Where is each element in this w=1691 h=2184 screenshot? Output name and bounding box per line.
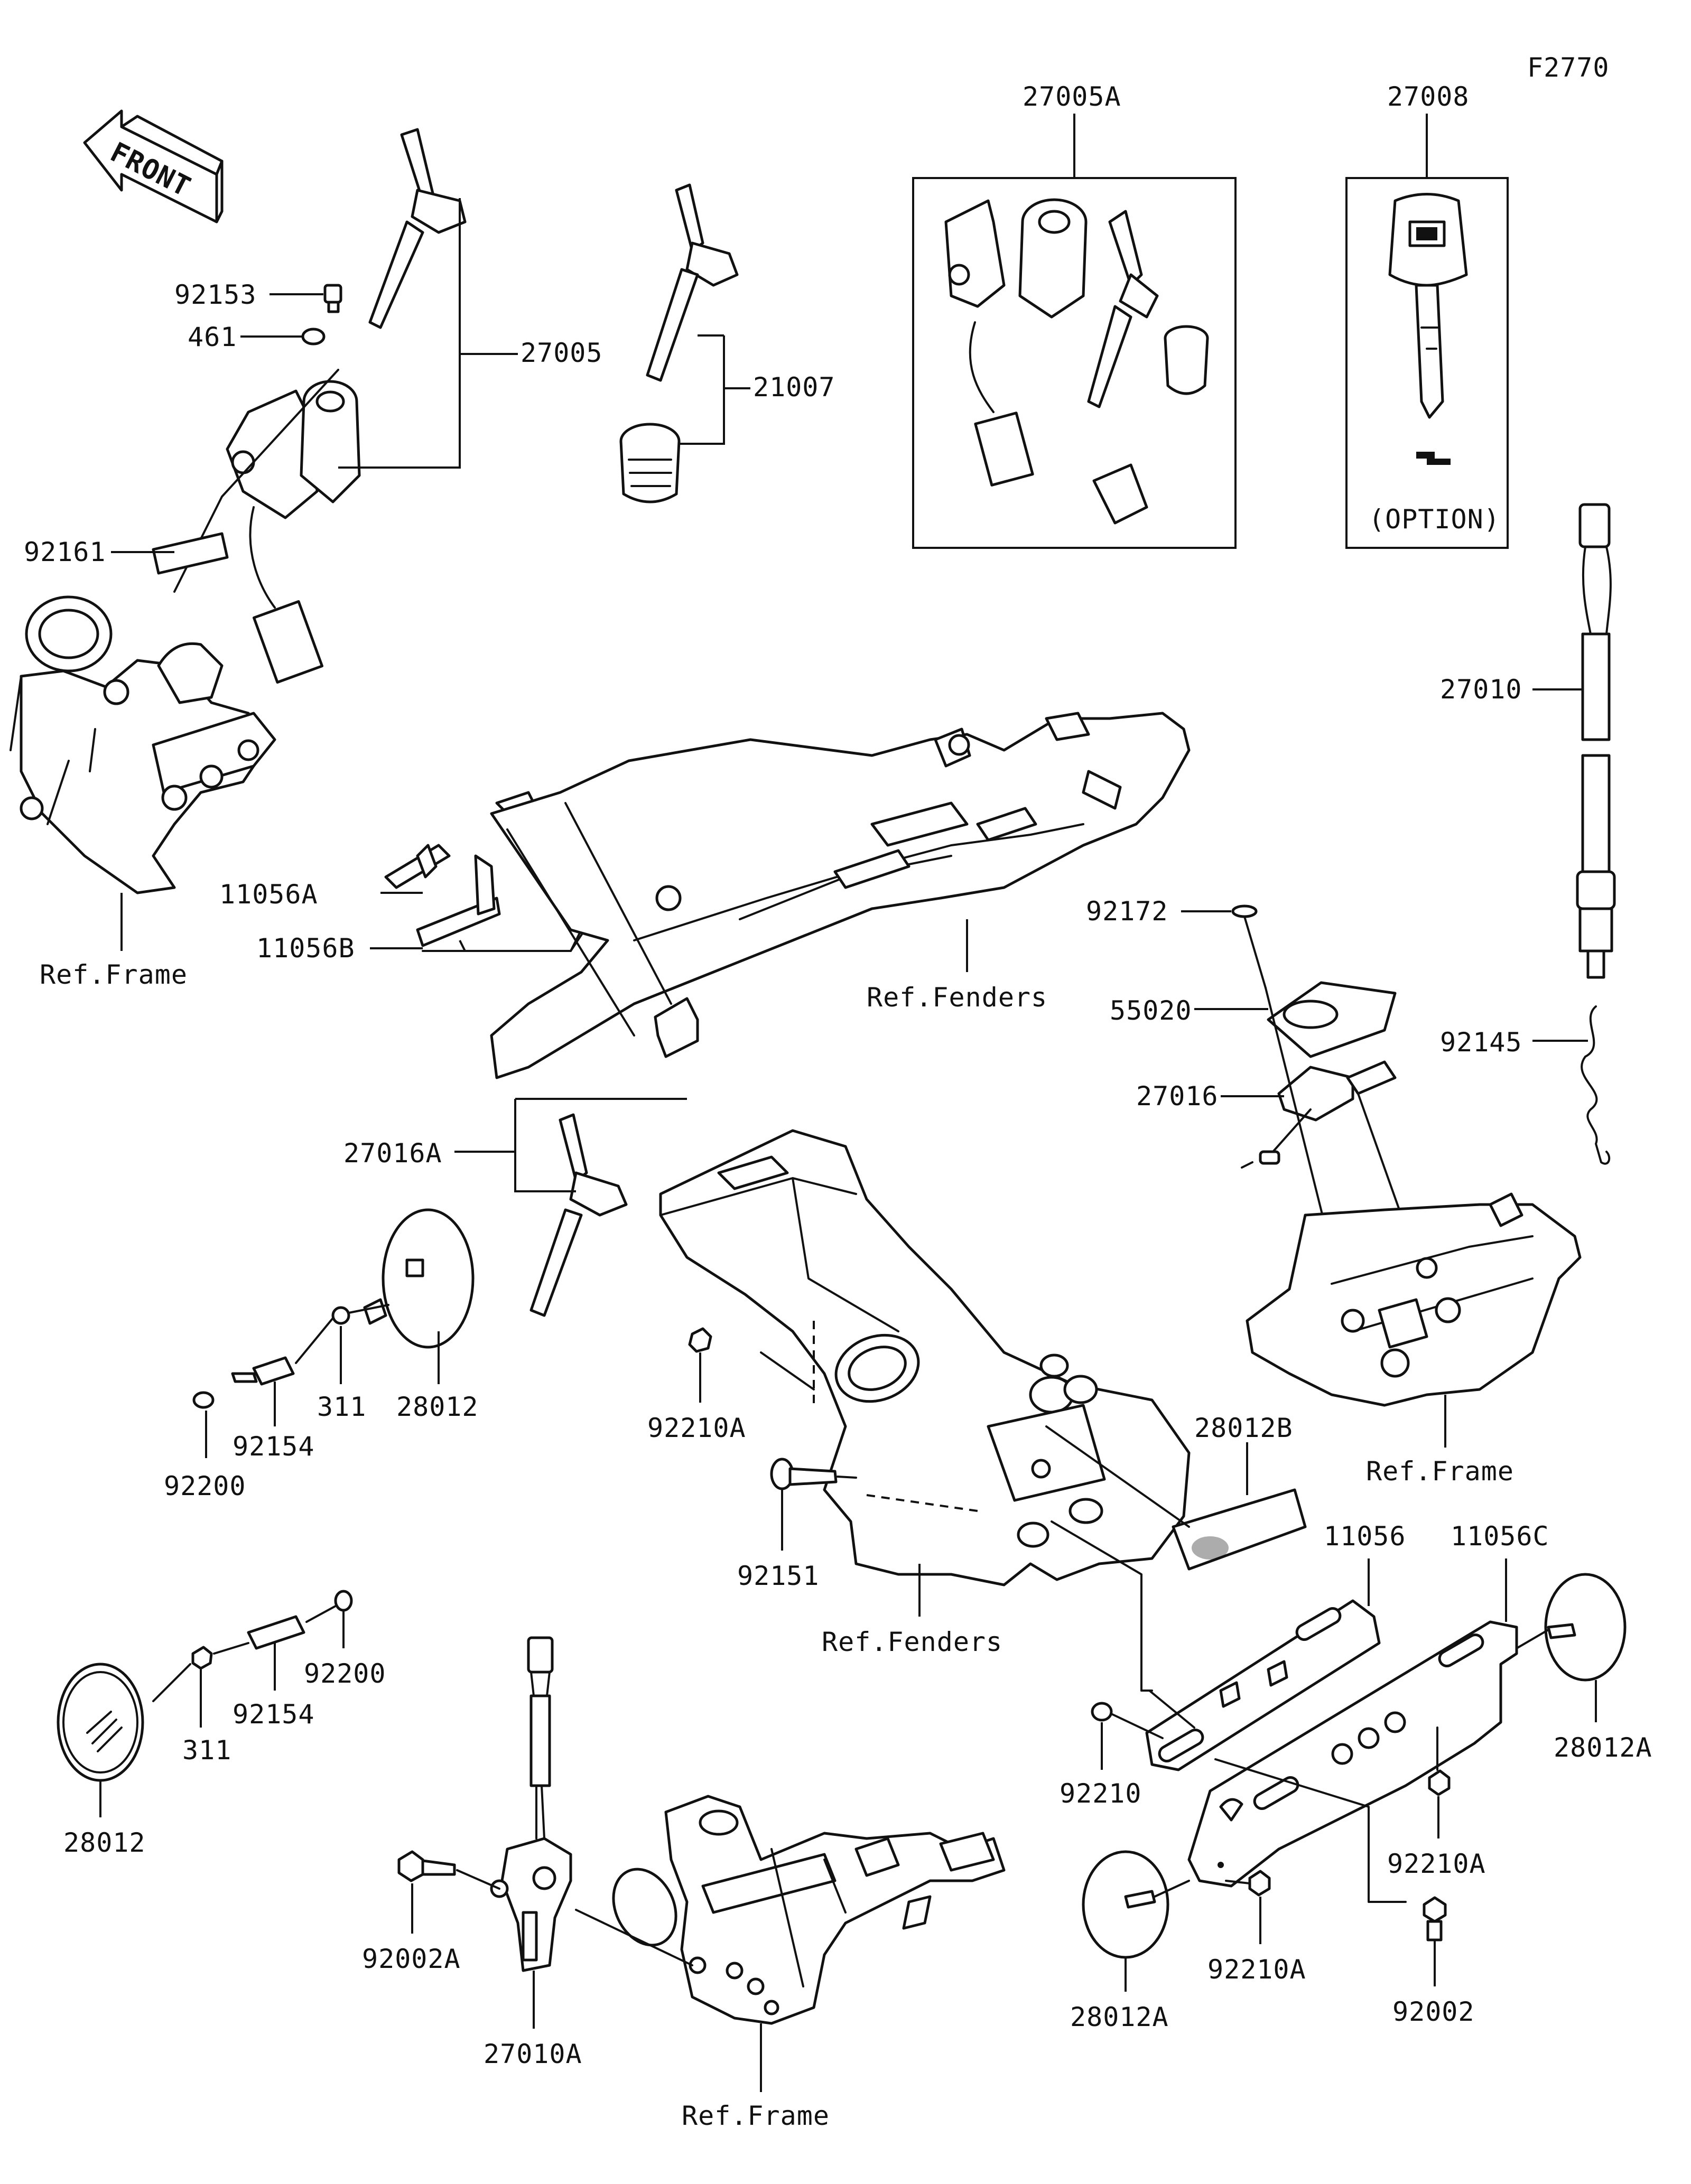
seat-lock-27016-icon — [1241, 1060, 1397, 1169]
frame-headstock-icon — [10, 595, 276, 894]
nut-92210A-right-icon — [1428, 1769, 1451, 1796]
label-11056: 11056 — [1324, 1521, 1406, 1552]
label-27016A: 27016A — [343, 1138, 442, 1169]
label-21007: 21007 — [753, 372, 835, 403]
reflector-28012B-icon — [1172, 1488, 1307, 1571]
label-27008: 27008 — [1387, 81, 1470, 112]
bolt-92002-icon — [1423, 1896, 1447, 1942]
label-92002A: 92002A — [362, 1944, 461, 1974]
label-ref-frame-2: Ref.Frame — [1366, 1456, 1514, 1487]
label-27005A: 27005A — [1023, 81, 1121, 112]
label-92210A-right: 92210A — [1387, 1849, 1486, 1879]
nut-92210-icon — [1091, 1702, 1113, 1722]
bracket-11056B-icon — [416, 854, 501, 947]
frame-rear-right-icon — [1246, 1192, 1582, 1407]
label-11056A: 11056A — [219, 879, 318, 910]
bolt-92002A-icon — [397, 1850, 456, 1882]
screw-92172-icon — [1231, 904, 1267, 989]
label-92200-upper: 92200 — [164, 1471, 246, 1501]
label-28012-lower: 28012 — [63, 1827, 146, 1858]
label-311-upper: 311 — [317, 1392, 366, 1422]
bracket-11056A-icon — [384, 844, 451, 889]
label-ref-frame-1: Ref.Frame — [40, 959, 188, 990]
switch-27010A-icon — [490, 1636, 572, 1972]
label-92002: 92002 — [1392, 1996, 1475, 2027]
label-92154-lower: 92154 — [233, 1699, 315, 1730]
label-27016: 27016 — [1136, 1081, 1219, 1112]
frame-lower-center-icon — [575, 1795, 1006, 2025]
label-ref-fenders-1: Ref.Fenders — [867, 982, 1047, 1013]
label-plate-92161-icon — [152, 532, 229, 575]
key-set-21007-icon — [619, 183, 739, 503]
label-11056B: 11056B — [256, 933, 355, 964]
ignition-switch-kit-icon — [944, 198, 1209, 525]
label-ref-fenders-2: Ref.Fenders — [822, 1627, 1002, 1657]
rear-fender-upper-icon — [490, 712, 1191, 1079]
rear-fender-lower-icon — [659, 1129, 1191, 1586]
label-92210: 92210 — [1060, 1778, 1142, 1809]
label-27005: 27005 — [521, 338, 603, 368]
label-92151: 92151 — [737, 1561, 820, 1591]
reflector-28012A-lower-icon — [1082, 1850, 1190, 1959]
label-92154-upper: 92154 — [233, 1431, 315, 1462]
reflector-28012-lower-icon — [57, 1590, 353, 1782]
label-28012-upper: 28012 — [396, 1392, 479, 1422]
label-92161: 92161 — [24, 537, 106, 567]
license-bracket-11056C-icon — [1187, 1620, 1518, 1888]
label-92210A-lower: 92210A — [1207, 1954, 1306, 1985]
license-bracket-11056-icon — [1145, 1599, 1381, 1771]
label-92145: 92145 — [1440, 1027, 1522, 1058]
figure-id: F2770 — [1527, 52, 1610, 83]
label-ref-frame-3: Ref.Frame — [682, 2101, 830, 2131]
label-28012A-right: 28012A — [1554, 1732, 1652, 1763]
label-28012B: 28012B — [1194, 1413, 1293, 1443]
label-461: 461 — [188, 322, 237, 352]
nut-92210A-center-icon — [688, 1327, 712, 1353]
label-27010: 27010 — [1440, 674, 1522, 705]
label-92210A-center: 92210A — [647, 1413, 746, 1443]
label-55020: 55020 — [1110, 995, 1192, 1026]
key-set-27016A-icon — [529, 1113, 628, 1317]
nut-92210A-lower-icon — [1248, 1870, 1271, 1897]
option-note: (OPTION) — [1369, 504, 1500, 535]
front-arrow-icon: FRONT — [83, 109, 224, 223]
seat-switch-27010-icon — [1576, 503, 1616, 1165]
label-28012A-lower: 28012A — [1070, 2002, 1169, 2032]
label-311-lower: 311 — [182, 1735, 231, 1766]
key-blank-icon — [1388, 193, 1468, 465]
washer-461-icon — [301, 328, 326, 346]
screw-92151-icon — [770, 1458, 857, 1490]
label-92200-lower: 92200 — [304, 1658, 386, 1689]
label-92172: 92172 — [1086, 896, 1168, 927]
bolt-92153-icon — [323, 284, 342, 313]
reflector-28012-upper-icon — [192, 1208, 475, 1409]
seat-lock-cover-55020-icon — [1267, 981, 1397, 1058]
reflector-28012A-right-icon — [1516, 1573, 1627, 1682]
label-92153: 92153 — [174, 279, 257, 310]
label-11056C: 11056C — [1451, 1521, 1549, 1552]
label-27010A: 27010A — [484, 2039, 582, 2069]
